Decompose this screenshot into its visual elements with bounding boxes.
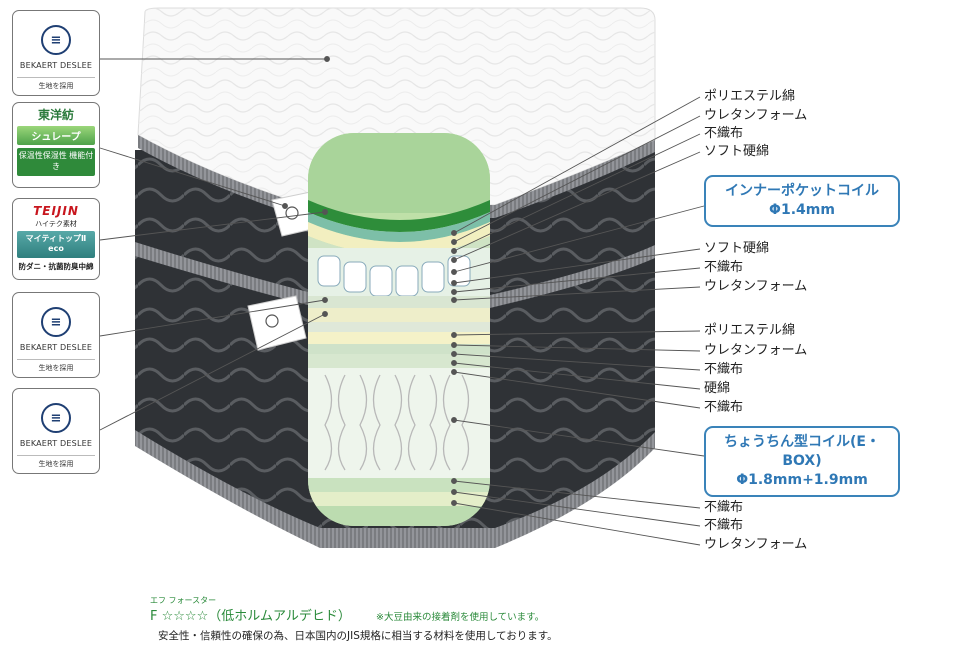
teijin-product: マイティトップⅡ eco bbox=[17, 231, 95, 258]
bekaert-logo-icon: ≡ bbox=[41, 307, 71, 337]
toyobo-maker: 東洋紡 bbox=[37, 108, 74, 122]
layer-label: ソフト硬綿 bbox=[704, 241, 770, 256]
e-box-coil-callout: ちょうちん型コイル(E・BOX) Φ1.8mm+1.9mm bbox=[704, 426, 900, 497]
leader-lines bbox=[99, 56, 705, 546]
callout-title: インナーポケットコイル bbox=[725, 183, 879, 199]
toyobo-feature: 保温性保湿性 機能付き bbox=[17, 148, 95, 176]
teijin-maker: TEIJIN bbox=[33, 204, 79, 218]
badge-brand: BEKAERT DESLEE bbox=[19, 439, 93, 448]
callout-title: ちょうちん型コイル(E・BOX) bbox=[724, 434, 880, 469]
toyobo-badge: 東洋紡 シュレープ 保温性保湿性 機能付き bbox=[12, 102, 100, 188]
pocket-coil-callout: インナーポケットコイル Φ1.4mm bbox=[704, 175, 900, 227]
teijin-material: ハイテク素材 bbox=[35, 220, 77, 228]
adhesive-note: ※大豆由来の接着剤を使用しています。 bbox=[376, 612, 545, 623]
layer-label: 不織布 bbox=[704, 260, 744, 275]
layer-label: 不織布 bbox=[704, 400, 744, 415]
bekaert-badge-top: ≡ BEKAERT DESLEE 生地を採用 bbox=[12, 10, 100, 96]
layer-label: 不織布 bbox=[704, 500, 744, 515]
layer-cross-section bbox=[308, 133, 490, 526]
layer-label: 不織布 bbox=[704, 362, 744, 377]
badge-brand: BEKAERT DESLEE bbox=[19, 343, 93, 352]
formaldehyde-rating: F ☆☆☆☆（低ホルムアルデヒド） bbox=[150, 609, 351, 624]
layer-label: ポリエステル綿 bbox=[704, 89, 796, 104]
badge-sub: 生地を採用 bbox=[17, 455, 95, 469]
teijin-badge: TEIJIN ハイテク素材 マイティトップⅡ eco 防ダニ・抗菌防臭中綿 bbox=[12, 198, 100, 280]
badge-sub: 生地を採用 bbox=[17, 77, 95, 91]
layer-label: ウレタンフォーム bbox=[704, 537, 808, 552]
bekaert-logo-icon: ≡ bbox=[41, 25, 71, 55]
layer-label: ソフト硬綿 bbox=[704, 144, 770, 159]
safety-note: 安全性・信頼性の確保の為、日本国内のJIS規格に相当する材料を使用しております。 bbox=[158, 630, 558, 642]
bekaert-badge-mid: ≡ BEKAERT DESLEE 生地を採用 bbox=[12, 292, 100, 378]
bekaert-logo-icon: ≡ bbox=[41, 403, 71, 433]
badge-sub: 生地を採用 bbox=[17, 359, 95, 373]
bekaert-badge-bottom: ≡ BEKAERT DESLEE 生地を採用 bbox=[12, 388, 100, 474]
teijin-feature: 防ダニ・抗菌防臭中綿 bbox=[18, 261, 94, 271]
callout-spec: Φ1.4mm bbox=[769, 202, 835, 218]
rating-ruby: エフ フォースター bbox=[150, 596, 217, 605]
e-box-coil-row bbox=[324, 374, 470, 471]
toyobo-product: シュレープ bbox=[17, 126, 95, 145]
layer-label: ウレタンフォーム bbox=[704, 343, 808, 358]
layer-label: 不織布 bbox=[704, 126, 744, 141]
layer-label: 硬綿 bbox=[704, 381, 731, 396]
layer-label: ウレタンフォーム bbox=[704, 108, 808, 123]
callout-spec: Φ1.8mm+1.9mm bbox=[736, 472, 868, 488]
bekaert-tag-lower bbox=[247, 295, 307, 351]
badge-brand: BEKAERT DESLEE bbox=[19, 61, 93, 70]
layer-label: ウレタンフォーム bbox=[704, 279, 808, 294]
layer-label: 不織布 bbox=[704, 518, 744, 533]
layer-label: ポリエステル綿 bbox=[704, 323, 796, 338]
